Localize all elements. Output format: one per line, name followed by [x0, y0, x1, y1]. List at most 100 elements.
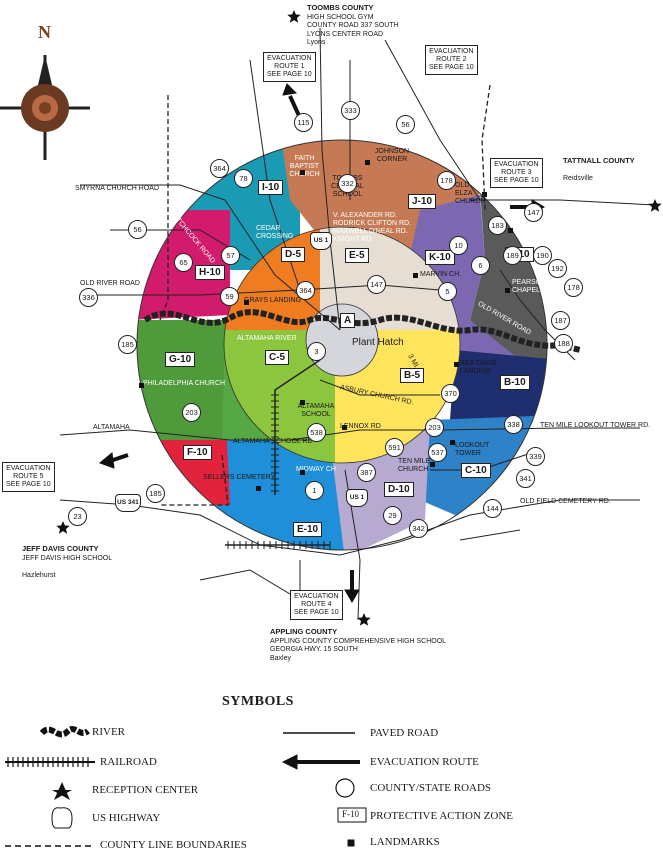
route-marker-r147: 147 — [367, 275, 386, 294]
route-marker-r370: 370 — [441, 384, 460, 403]
route-marker-r185s: 185 — [146, 484, 165, 503]
zone-label-j10: J-10 — [408, 194, 437, 209]
landmark-midway-ch: MIDWAY CH — [296, 466, 336, 473]
evac-r4-l2: ROUTE 4 — [301, 601, 332, 608]
us-highway-shield-us341: US 341 — [115, 494, 141, 512]
landmark-johnson-corner: JOHNSON CORNER — [374, 148, 410, 163]
jeff-davis-county-info: JEFF DAVIS COUNTY JEFF DAVIS HIGH SCHOOL… — [22, 544, 113, 580]
route-marker-r6: 6 — [471, 256, 490, 275]
zone-label-i10: I-10 — [258, 180, 284, 195]
legend-title: SYMBOLS — [222, 694, 294, 709]
road-altamaha: ALTAMAHA — [93, 424, 130, 431]
tattnall-reception-star — [648, 199, 662, 212]
jeff-davis-city: Hazlehurst — [22, 571, 56, 579]
route-marker-r57: 57 — [221, 246, 240, 265]
route-marker-r333: 333 — [341, 101, 360, 120]
landmark-marker — [244, 300, 249, 305]
landmark-pearsons-chapel: PEARSONS CHAPEL — [512, 279, 551, 294]
route-marker-r203w: 203 — [182, 403, 201, 422]
appling-county-info: APPLING COUNTY APPLING COUNTY COMPREHENS… — [270, 627, 447, 663]
route-marker-r332: 332 — [338, 174, 357, 193]
route-marker-r59: 59 — [220, 287, 239, 306]
landmark-faith-baptist: FAITH BAPTIST CHURCH — [289, 155, 320, 178]
evac-r2-l3: SEE PAGE 10 — [429, 64, 474, 71]
road-old-river-west: OLD RIVER ROAD — [80, 280, 140, 287]
evac-r1-l2: ROUTE 1 — [274, 63, 305, 70]
route-marker-r364n: 364 — [210, 159, 229, 178]
route-marker-r1: 1 — [305, 481, 324, 500]
route-marker-r538: 538 — [307, 423, 326, 442]
landmark-marker — [300, 470, 305, 475]
toombs-county-info: TOOMBS COUNTY HIGH SCHOOL GYM COUNTY ROA… — [307, 3, 399, 48]
route-marker-r29: 29 — [383, 506, 402, 525]
tattnall-county-info: TATTNALL COUNTY Reidsville — [563, 156, 635, 184]
toombs-line1: HIGH SCHOOL GYM — [307, 13, 374, 21]
legend-paved-road: PAVED ROAD — [370, 727, 439, 739]
evac-r2-l1: EVACUATION — [429, 48, 474, 55]
route-marker-r23: 23 — [68, 507, 87, 526]
route-marker-r187: 187 — [551, 311, 570, 330]
landmark-marker — [430, 462, 435, 467]
landmark-cedar-grove: CEDAR GROVE CHURCH — [520, 220, 551, 243]
tattnall-city: Reidsville — [563, 175, 593, 182]
legend-us-highway: US HIGHWAY — [92, 812, 161, 824]
zone-label-d10: D-10 — [384, 482, 414, 497]
route-marker-r336: 336 — [79, 288, 98, 307]
evac-r3-l3: SEE PAGE 10 — [494, 177, 539, 184]
legend-pa-sample: F-10 — [342, 809, 360, 819]
route-marker-r591: 591 — [385, 438, 404, 457]
inner-zones — [136, 139, 548, 551]
appling-county-name: APPLING COUNTY — [270, 627, 338, 636]
evacuation-route-1-box: EVACUATION ROUTE 1 SEE PAGE 10 — [263, 52, 316, 82]
evacuation-route-5-box: EVACUATION ROUTE 5 SEE PAGE 10 — [2, 462, 55, 492]
evac-r2-l2: ROUTE 2 — [436, 56, 467, 63]
road-smyrna-church: SMYRNA CHURCH ROAD — [75, 185, 160, 192]
landmark-marker — [454, 362, 459, 367]
landmark-marker — [482, 192, 487, 197]
appling-line1: APPLING COUNTY COMPREHENSIVE HIGH SCHOOL — [270, 637, 447, 645]
route-marker-r178e: 178 — [564, 278, 583, 297]
legend-protective-action-zone: PROTECTIVE ACTION ZONE — [370, 810, 513, 822]
evacuation-route-2-box: EVACUATION ROUTE 2 SEE PAGE 10 — [425, 45, 478, 75]
toombs-line3: LYONS CENTER ROAD — [307, 30, 384, 38]
route-marker-r3: 3 — [307, 342, 326, 361]
tattnall-county-name: TATTNALL COUNTY — [563, 156, 635, 165]
road-maxwell-oneal: MAXWELL O'NEAL RD. — [333, 228, 408, 235]
legend-reception-center: RECEPTION CENTER — [92, 784, 199, 796]
road-ten-mile-lookout: TEN MILE LOOKOUT TOWER RD. — [540, 422, 651, 429]
jeff-davis-line1: JEFF DAVIS HIGH SCHOOL — [22, 554, 113, 562]
jeff-davis-county-name: JEFF DAVIS COUNTY — [22, 544, 99, 553]
appling-line2: GEORGIA HWY. 15 SOUTH — [270, 646, 358, 653]
evac-r4-l3: SEE PAGE 10 — [294, 609, 339, 616]
five-mile-ring — [223, 226, 461, 464]
legend-county-line: COUNTY LINE BOUNDARIES — [100, 839, 247, 851]
compass-rose — [0, 55, 90, 160]
route-marker-r342: 342 — [409, 519, 428, 538]
landmark-marker — [300, 170, 305, 175]
zone-label-k10: K-10 — [425, 250, 455, 265]
route-marker-r147e: 147 — [524, 203, 543, 222]
road-knight: KNIGHT RD. — [333, 236, 374, 243]
route-marker-r387: 387 — [357, 463, 376, 482]
zone-label-a: A — [340, 313, 356, 328]
toombs-county-name: TOOMBS COUNTY — [307, 3, 374, 12]
evac-r1-l1: EVACUATION — [267, 55, 312, 62]
route-marker-r56n: 56 — [396, 115, 415, 134]
route-marker-r185w: 185 — [118, 335, 137, 354]
appling-city: Baxley — [270, 654, 292, 662]
landmark-sellers-cemetery: SELLERS CEMETERY — [203, 474, 276, 481]
landmark-philadelphia-church: PHILADELPHIA CHURCH — [143, 380, 226, 387]
road-altamaha-school: ALTAMAHA SCHOOL RD — [233, 438, 313, 445]
route-marker-r178n: 178 — [437, 171, 456, 190]
route-marker-r341: 341 — [516, 469, 535, 488]
landmark-rex-davis: REX DAVIS LANDING — [460, 360, 497, 375]
landmark-marker — [300, 400, 305, 405]
zone-label-d5: D-5 — [281, 247, 306, 262]
legend-railroad: RAILROAD — [100, 756, 157, 768]
road-rodrick-clifton: RODRICK CLIFTON RD. — [333, 220, 412, 227]
evac-r5-l3: SEE PAGE 10 — [6, 481, 51, 488]
road-lennox: LENNOX RD — [340, 423, 381, 430]
landmark-old-elza: OLD ELZA CHURCH — [455, 182, 486, 205]
toombs-reception-star — [287, 10, 301, 23]
zone-label-g10: G-10 — [165, 352, 196, 367]
